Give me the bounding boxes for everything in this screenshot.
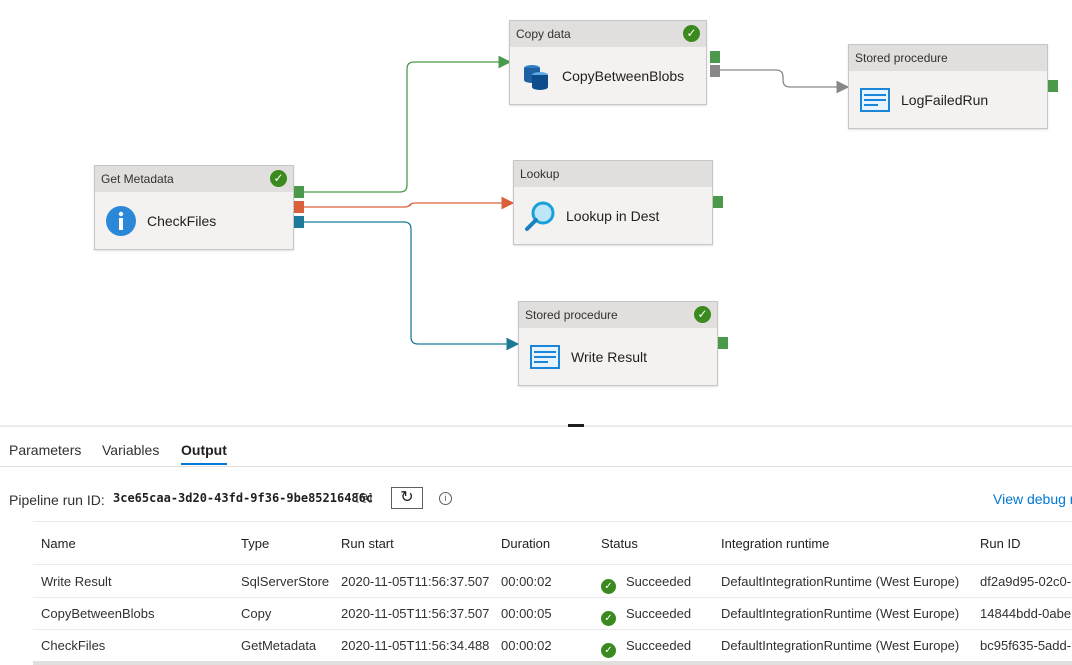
activity-type-label: Lookup (520, 167, 560, 181)
activity-lookup[interactable]: Lookup Lookup in Dest (513, 160, 713, 245)
column-header-run-start[interactable]: Run start (341, 536, 394, 551)
column-header-integration-runtime[interactable]: Integration runtime (721, 536, 830, 551)
info-icon[interactable]: i (439, 492, 452, 505)
cell-run-id: 14844bdd-0abe (980, 606, 1072, 621)
table-row[interactable]: Write Result SqlServerStore 2020-11-05T1… (33, 565, 1072, 598)
splitter-grip[interactable] (568, 424, 584, 427)
pipeline-run-id: 3ce65caa-3d20-43fd-9f36-9be85216486c (113, 491, 374, 505)
tab-parameters[interactable]: Parameters (9, 442, 82, 458)
column-header-duration[interactable]: Duration (501, 536, 551, 551)
failure-output-port[interactable] (294, 201, 304, 213)
cell-run-id: bc95f635-5add- (980, 638, 1072, 653)
copy-icon[interactable]: [@] (354, 491, 374, 504)
database-copy-icon (524, 64, 548, 90)
failure-link-getmeta-to-lookup[interactable] (303, 196, 515, 210)
grid-divider (33, 521, 1072, 522)
cell-name: Write Result (41, 574, 112, 589)
pipeline-run-label: Pipeline run ID: (9, 492, 105, 508)
status-text: Succeeded (626, 574, 692, 589)
skipped-link-copy-to-logfailed[interactable] (719, 69, 850, 94)
activity-name: CheckFiles (147, 212, 217, 229)
succeeded-check-icon: ✓ (601, 579, 616, 594)
column-header-name[interactable]: Name (41, 536, 76, 551)
activity-name: LogFailedRun (901, 91, 989, 108)
completion-link-getmeta-to-writeresult[interactable] (303, 221, 520, 351)
cell-duration: 00:00:05 (501, 606, 552, 621)
horizontal-scrollbar[interactable] (33, 661, 1072, 665)
succeeded-check-icon: ✓ (601, 643, 616, 658)
activity-name: Lookup in Dest (566, 207, 660, 224)
panel-splitter[interactable] (0, 425, 1072, 427)
cell-name: CopyBetweenBlobs (41, 606, 155, 621)
refresh-button[interactable]: ↻ (391, 487, 423, 509)
activity-type-label: Stored procedure (525, 308, 618, 322)
cell-status: ✓ Succeeded (601, 606, 691, 626)
lookup-search-icon (525, 201, 555, 231)
activity-type-label: Stored procedure (855, 51, 948, 65)
cell-type: GetMetadata (241, 638, 317, 653)
stored-procedure-icon (530, 344, 560, 369)
table-header-row: Name Type Run start Duration Status Inte… (33, 522, 1072, 565)
activity-name: CopyBetweenBlobs (562, 67, 685, 84)
cell-run-id: df2a9d95-02c0- (980, 574, 1072, 589)
activity-get-metadata[interactable]: Get Metadata ✓ CheckFiles (94, 165, 294, 250)
activity-runs-table: Name Type Run start Duration Status Inte… (33, 522, 1072, 665)
status-text: Succeeded (626, 638, 692, 653)
success-check-icon: ✓ (270, 170, 287, 187)
cell-status: ✓ Succeeded (601, 574, 691, 594)
panel-tabs: Parameters Variables Output (0, 438, 1072, 467)
success-check-icon: ✓ (683, 25, 700, 42)
success-check-icon: ✓ (694, 306, 711, 323)
pipeline-canvas[interactable]: Copy data ✓ CopyBetweenBlobs Stored proce… (0, 0, 1072, 425)
cell-name: CheckFiles (41, 638, 106, 653)
column-header-status[interactable]: Status (601, 536, 638, 551)
tab-output[interactable]: Output (181, 442, 227, 465)
dependency-links (303, 55, 850, 351)
activity-copy-data[interactable]: Copy data ✓ CopyBetweenBlobs (509, 20, 707, 105)
cell-run-start: 2020-11-05T11:56:34.488 (341, 638, 490, 653)
cell-run-start: 2020-11-05T11:56:37.507 (341, 606, 490, 621)
cell-run-start: 2020-11-05T11:56:37.507 (341, 574, 490, 589)
success-output-port[interactable] (294, 186, 304, 198)
tab-variables[interactable]: Variables (102, 442, 160, 458)
succeeded-check-icon: ✓ (601, 611, 616, 626)
activity-name: Write Result (571, 348, 647, 365)
skipped-output-port[interactable] (710, 65, 720, 77)
success-output-port[interactable] (710, 51, 720, 63)
cell-type: Copy (241, 606, 272, 621)
cell-integration-runtime: DefaultIntegrationRuntime (West Europe) (721, 606, 960, 621)
success-link-getmeta-to-copy[interactable] (303, 55, 512, 193)
success-output-port[interactable] (718, 337, 728, 349)
info-icon (106, 205, 136, 236)
cell-status: ✓ Succeeded (601, 638, 691, 658)
view-debug-link[interactable]: View debug r (993, 491, 1072, 507)
table-row[interactable]: CheckFiles GetMetadata 2020-11-05T11:56:… (33, 629, 1072, 662)
success-output-port[interactable] (1048, 80, 1058, 92)
pipeline-run-bar: Pipeline run ID: 3ce65caa-3d20-43fd-9f36… (9, 486, 1072, 512)
cell-type: SqlServerStore (241, 574, 330, 589)
cell-integration-runtime: DefaultIntegrationRuntime (West Europe) (721, 574, 960, 589)
column-header-run-id[interactable]: Run ID (980, 536, 1021, 551)
completion-output-port[interactable] (294, 216, 304, 228)
refresh-icon: ↻ (400, 489, 414, 506)
cell-integration-runtime: DefaultIntegrationRuntime (West Europe) (721, 638, 960, 653)
success-output-port[interactable] (713, 196, 723, 208)
activity-stored-procedure-writeresult[interactable]: Stored procedure ✓ Write Result (518, 301, 718, 386)
status-text: Succeeded (626, 606, 692, 621)
activity-type-label: Copy data (516, 27, 571, 41)
column-header-type[interactable]: Type (241, 536, 270, 551)
cell-duration: 00:00:02 (501, 638, 552, 653)
cell-duration: 00:00:02 (501, 574, 552, 589)
activity-stored-procedure-logfailedrun[interactable]: Stored procedure LogFailedRun (848, 44, 1048, 129)
stored-procedure-icon (860, 87, 890, 112)
table-row[interactable]: CopyBetweenBlobs Copy 2020-11-05T11:56:3… (33, 597, 1072, 630)
activity-type-label: Get Metadata (101, 172, 174, 186)
